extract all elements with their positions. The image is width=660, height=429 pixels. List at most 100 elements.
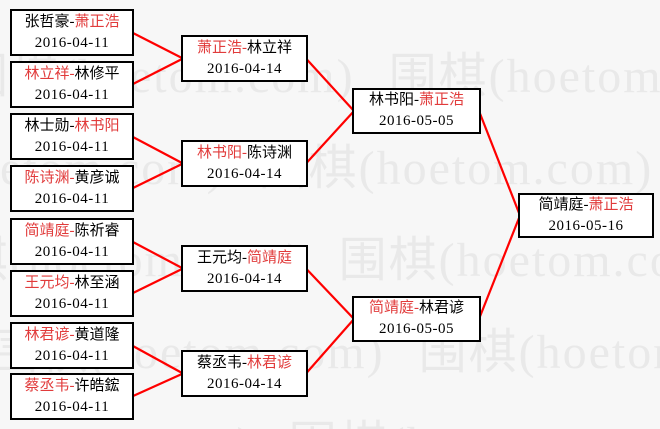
player-name: 萧正浩 xyxy=(419,92,465,108)
match-players: 林士勋-林书阳 xyxy=(24,116,119,137)
player-name: 简靖庭 xyxy=(368,300,414,316)
dash: - xyxy=(414,300,419,316)
match-players: 简靖庭-林君谚 xyxy=(369,298,464,319)
dash: - xyxy=(69,169,75,186)
player-name: 王元均 xyxy=(196,249,242,266)
match-players: 简靖庭-萧正浩 xyxy=(538,195,633,216)
match-date: 2016-04-14 xyxy=(207,375,282,392)
match-date: 2016-04-11 xyxy=(34,243,110,260)
player-name: 林立祥 xyxy=(24,65,70,82)
connector-line xyxy=(477,110,522,216)
connector-line xyxy=(305,57,355,112)
connector-line xyxy=(477,215,522,320)
dash: - xyxy=(69,274,75,291)
connector-line xyxy=(305,318,355,375)
dash: - xyxy=(583,196,589,213)
dash: - xyxy=(242,249,247,266)
connector-line xyxy=(131,57,184,86)
match-box-round1-3: 林士勋-林书阳 2016-04-11 xyxy=(10,113,134,160)
match-date: 2016-04-11 xyxy=(34,138,110,155)
connector-line xyxy=(305,110,355,165)
player-name: 林君谚 xyxy=(24,326,70,343)
match-players: 陈诗渊-黄彦诚 xyxy=(24,168,119,189)
player-name: 林士勋 xyxy=(24,117,70,134)
match-date: 2016-04-11 xyxy=(34,86,110,103)
player-name: 萧正浩 xyxy=(588,196,634,213)
player-name: 蔡丞韦 xyxy=(24,377,70,394)
player-name: 林至涵 xyxy=(74,274,120,291)
dash: - xyxy=(69,377,75,394)
player-name: 陈诗渊 xyxy=(247,144,293,161)
match-box-round1-2: 林立祥-林修平 2016-04-11 xyxy=(10,61,134,108)
match-box-round1-5: 简靖庭-陈祈睿 2016-04-11 xyxy=(10,218,134,265)
match-players: 萧正浩-林立祥 xyxy=(197,38,292,59)
player-name: 萧正浩 xyxy=(196,39,242,56)
match-box-final: 简靖庭-萧正浩 2016-05-16 xyxy=(518,193,654,238)
dash: - xyxy=(69,326,75,343)
match-players: 蔡丞韦-林君谚 xyxy=(197,353,292,374)
player-name: 黄道隆 xyxy=(74,326,120,343)
match-players: 王元均-简靖庭 xyxy=(197,248,292,269)
match-box-semifinal-1: 林书阳-萧正浩 2016-05-05 xyxy=(352,88,481,134)
watermark-row: 围棋(hoetom.com)围棋(hoetom.com) xyxy=(0,404,660,429)
connector-line xyxy=(131,31,184,60)
match-players: 蔡丞韦-许皓鋐 xyxy=(24,376,119,397)
player-name: 简靖庭 xyxy=(247,249,293,266)
match-date: 2016-04-11 xyxy=(34,190,110,207)
match-date: 2016-04-14 xyxy=(207,60,282,77)
match-date: 2016-04-11 xyxy=(34,34,110,51)
dash: - xyxy=(242,354,247,371)
player-name: 萧正浩 xyxy=(74,13,120,30)
connector-line xyxy=(131,240,184,270)
player-name: 林书阳 xyxy=(196,144,242,161)
match-box-round2-2: 林书阳-陈诗渊 2016-04-14 xyxy=(181,140,308,187)
connector-line xyxy=(131,162,184,190)
player-name: 陈祈睿 xyxy=(74,222,120,239)
player-name: 林立祥 xyxy=(247,39,293,56)
match-date: 2016-04-11 xyxy=(34,295,110,312)
connector-line xyxy=(305,267,355,320)
connector-line xyxy=(131,135,184,165)
connector-line xyxy=(131,372,184,398)
player-name: 陈诗渊 xyxy=(24,169,70,186)
dash: - xyxy=(69,65,75,82)
match-box-round1-6: 王元均-林至涵 2016-04-11 xyxy=(10,270,134,317)
player-name: 林君谚 xyxy=(419,300,465,316)
match-date: 2016-05-05 xyxy=(379,113,454,129)
connector-line xyxy=(131,267,184,295)
match-box-round2-4: 蔡丞韦-林君谚 2016-04-14 xyxy=(181,350,308,397)
player-name: 林书阳 xyxy=(368,92,414,108)
player-name: 黄彦诚 xyxy=(74,169,120,186)
player-name: 林修平 xyxy=(74,65,120,82)
player-name: 林书阳 xyxy=(74,117,120,134)
player-name: 简靖庭 xyxy=(24,222,70,239)
match-box-semifinal-2: 简靖庭-林君谚 2016-05-05 xyxy=(352,296,481,342)
match-players: 简靖庭-陈祈睿 xyxy=(24,221,119,242)
match-date: 2016-04-14 xyxy=(207,270,282,287)
match-box-round1-8: 蔡丞韦-许皓鋐 2016-04-11 xyxy=(10,373,134,420)
match-players: 林书阳-萧正浩 xyxy=(369,90,464,111)
player-name: 许皓鋐 xyxy=(74,377,120,394)
match-date: 2016-04-14 xyxy=(207,165,282,182)
match-date: 2016-05-16 xyxy=(548,217,624,234)
player-name: 林君谚 xyxy=(247,354,293,371)
dash: - xyxy=(69,13,75,30)
match-box-round1-7: 林君谚-黄道隆 2016-04-11 xyxy=(10,322,134,369)
match-box-round2-3: 王元均-简靖庭 2016-04-14 xyxy=(181,245,308,292)
match-players: 张哲豪-萧正浩 xyxy=(24,12,119,33)
dash: - xyxy=(242,39,247,56)
dash: - xyxy=(414,92,419,108)
match-players: 林立祥-林修平 xyxy=(24,64,119,85)
match-date: 2016-04-11 xyxy=(34,347,110,364)
match-date: 2016-05-05 xyxy=(379,321,454,337)
match-players: 林书阳-陈诗渊 xyxy=(197,143,292,164)
dash: - xyxy=(242,144,247,161)
match-box-round1-4: 陈诗渊-黄彦诚 2016-04-11 xyxy=(10,165,134,212)
match-box-round1-1: 张哲豪-萧正浩 2016-04-11 xyxy=(10,9,134,56)
match-box-round2-1: 萧正浩-林立祥 2016-04-14 xyxy=(181,35,308,82)
player-name: 蔡丞韦 xyxy=(196,354,242,371)
connector-line xyxy=(131,344,184,375)
dash: - xyxy=(69,117,75,134)
